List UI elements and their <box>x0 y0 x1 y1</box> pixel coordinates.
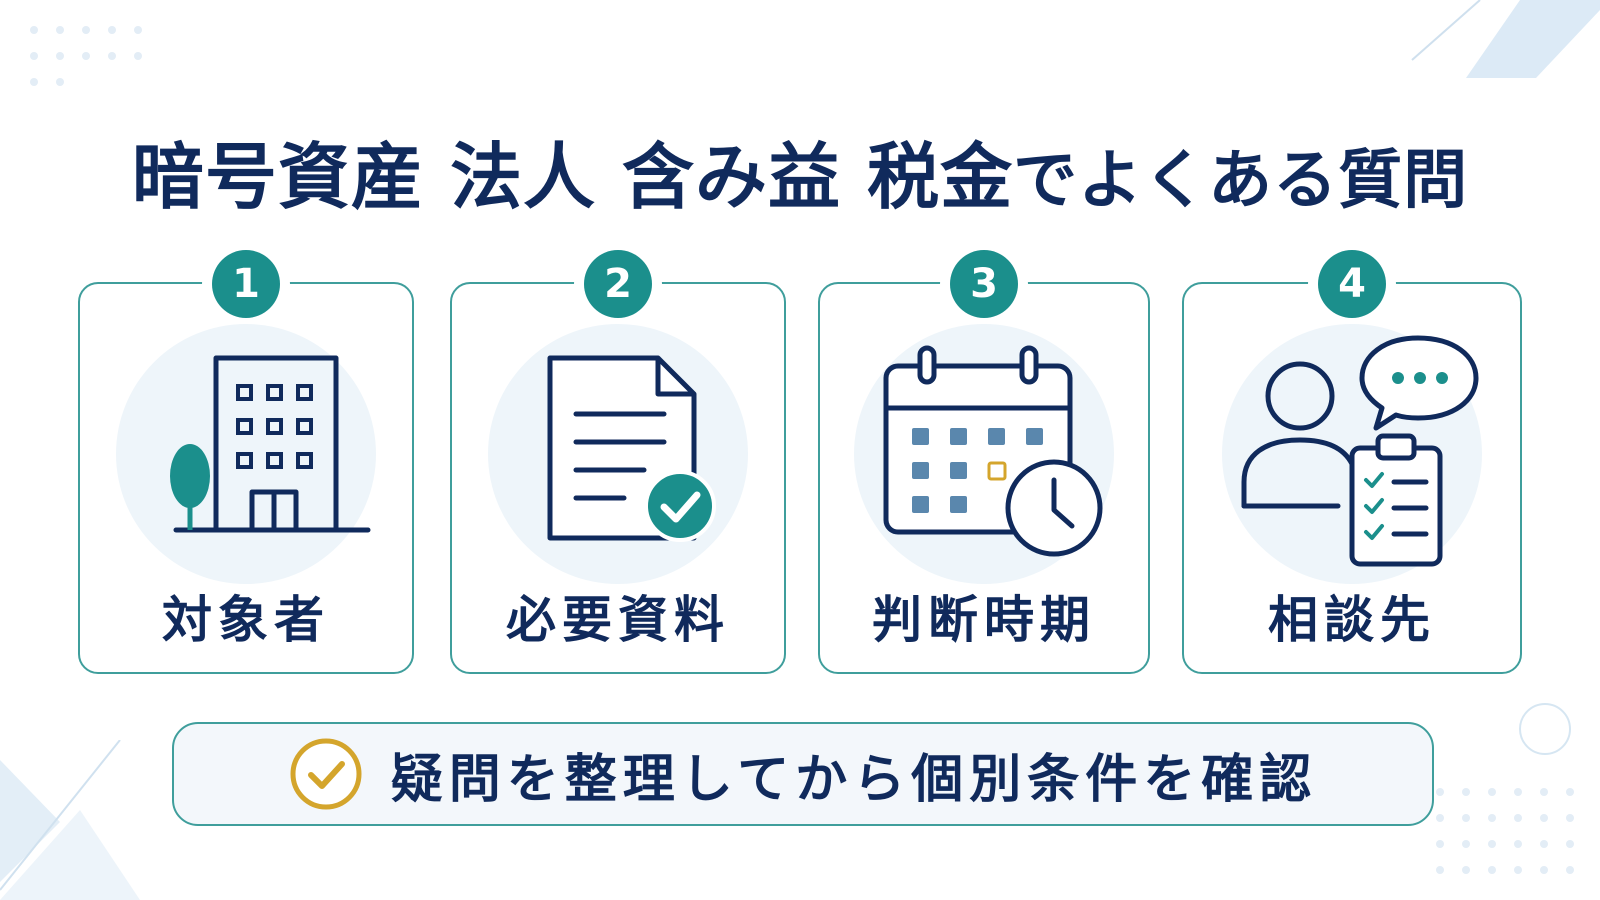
decor-ring <box>1519 703 1571 755</box>
card-consultation: 4 相談先 <box>1182 250 1522 674</box>
card-decision-timing: 3 判断時期 <box>818 250 1150 674</box>
card-label: 対象者 <box>162 591 330 649</box>
decor-dots-top-left <box>30 26 142 86</box>
consultation-icon <box>1241 335 1479 567</box>
decor-stripe-top-right <box>1411 0 1600 78</box>
step-badge-3: 3 <box>950 250 1018 318</box>
decor-stripe-bottom-left <box>0 740 140 900</box>
title-keywords: 暗号資産 法人 含み益 税金 <box>131 135 1014 219</box>
card-required-documents: 2 必要資料 <box>450 250 786 674</box>
card-label: 判断時期 <box>872 591 1096 649</box>
step-badge-4: 4 <box>1318 250 1386 318</box>
calendar-clock-icon <box>883 345 1103 557</box>
decor-dots-bottom-right <box>1436 788 1574 874</box>
card-target-audience: 1 対象者 <box>78 250 414 674</box>
card-label: 相談先 <box>1268 591 1436 649</box>
step-badge-2: 2 <box>584 250 652 318</box>
summary-text: 疑問を整理してから個別条件を確認 <box>390 749 1318 810</box>
building-icon <box>170 355 371 533</box>
summary-banner: 疑問を整理してから個別条件を確認 <box>172 722 1434 826</box>
title-suffix: でよくある質問 <box>1013 144 1469 218</box>
page-title: 暗号資産 法人 含み益 税金でよくある質問 <box>0 118 1600 223</box>
step-badge-1: 1 <box>212 250 280 318</box>
check-circle-icon <box>290 738 362 810</box>
card-label: 必要資料 <box>506 591 730 649</box>
document-check-icon <box>547 355 716 542</box>
